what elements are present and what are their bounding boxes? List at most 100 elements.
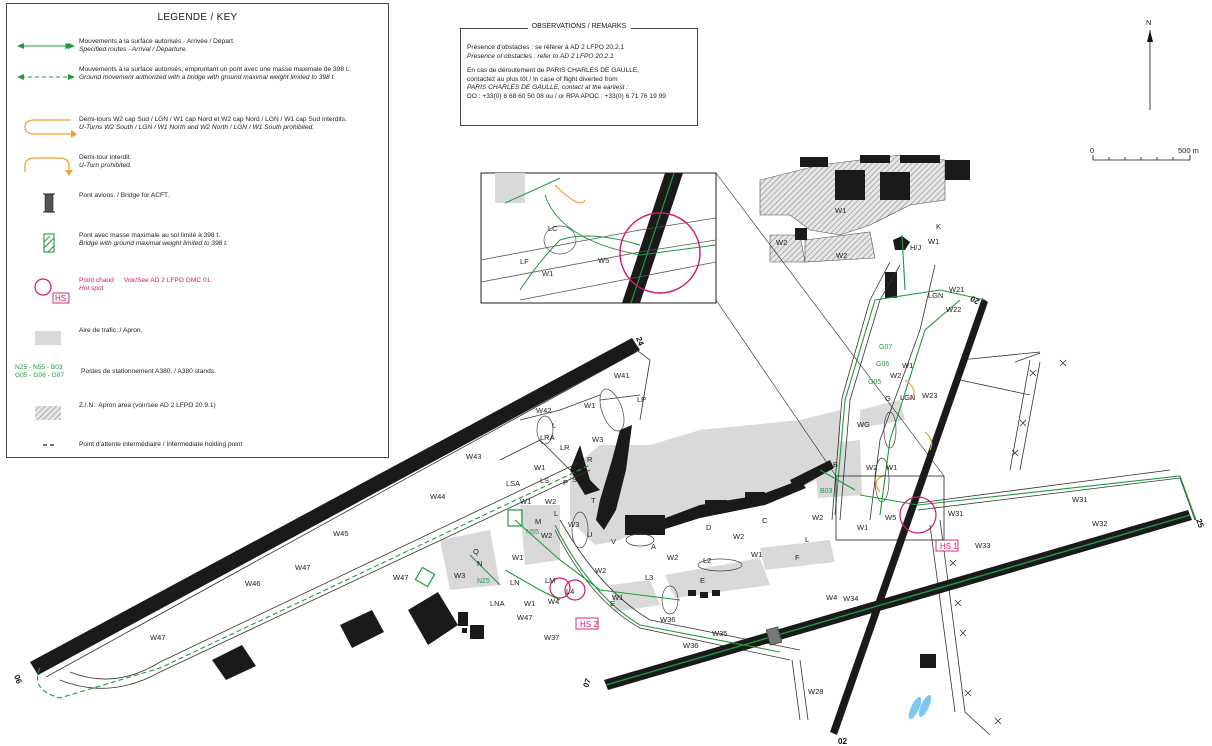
- buildings-north: [795, 155, 970, 298]
- obs-line: En cas de déroutement de PARIS CHARLES D…: [467, 67, 640, 75]
- scale-end-label: 500 m: [1178, 146, 1199, 155]
- label-w4-a: W4: [548, 597, 559, 606]
- apron-labels: A B C D E E F M N Q R S T U V P: [473, 455, 838, 608]
- stands-line-1: N25 - N55 - B03: [15, 364, 63, 371]
- label-w5: W5: [885, 513, 896, 522]
- legend-item-zin: Z.I.N.: Apron area (voir/see AD 2 LFPO 2…: [15, 402, 382, 424]
- apron-r: R: [587, 455, 593, 464]
- weight-limited-bridge-icon: [15, 232, 79, 254]
- stand-n55: N55: [526, 529, 539, 536]
- legend-text-en: U-Turn prohibited.: [79, 162, 132, 170]
- label-hj: H/J: [910, 243, 922, 252]
- uturn-prohibited-icon: [15, 154, 79, 176]
- apron-q: Q: [473, 547, 479, 556]
- obs-line: DO : +33(0) 6 68 60 50 08 ou / or RPA AP…: [467, 92, 666, 100]
- legend-text-fr: Demi-tours W2 cap Sud / LGN / W1 cap Nor…: [79, 116, 347, 123]
- observations-title: OBSERVATIONS / REMARKS: [527, 23, 631, 30]
- green-dashed-arrow-icon: [15, 66, 79, 88]
- apron-b: B: [833, 460, 838, 469]
- taxiway-labels: W47 W47 W47 W47 W46 W45 W44 W43 W42 W41 …: [150, 206, 1107, 696]
- obs-line: PARIS CHARLES DE GAULLE, contact at the …: [467, 84, 629, 92]
- scale-start-label: 0: [1090, 146, 1094, 155]
- svg-text:LF: LF: [520, 257, 529, 266]
- observations-body: Présence d'obstacles : se référer à AD 2…: [467, 44, 693, 102]
- hotspot-2-circle-b: [564, 579, 586, 601]
- label-w31-a: W31: [948, 509, 963, 518]
- green-double-arrow-icon: [15, 38, 79, 60]
- scale-bar: [1092, 155, 1191, 161]
- label-w2-f: W2: [812, 513, 823, 522]
- legend-item-bridge-398t: Pont avec masse maximale au sol limité à…: [15, 232, 382, 254]
- obs-line: contactez au plus tôt / In case of fligh…: [467, 75, 618, 83]
- label-w1-e: W1: [524, 599, 535, 608]
- legend-text-fr: Pont avions. / Bridge for ACFT.: [79, 192, 170, 199]
- label-l3: L3: [645, 573, 653, 582]
- rwy-02-20: [830, 298, 988, 735]
- label-lsa: LSA: [506, 479, 520, 488]
- stand-g07: G07: [879, 344, 892, 351]
- label-w43: W43: [466, 452, 481, 461]
- stand-g05: G05: [868, 379, 881, 386]
- legend-item-a380-stands: N25 - N55 - B03 G05 - G06 - G07 Postes d…: [15, 364, 382, 386]
- water-features: [908, 694, 932, 720]
- label-w23: W23: [922, 391, 937, 400]
- obs-line: Presence of obstacles : refer to AD 2 LF…: [467, 52, 614, 60]
- hotspot-tag: HS: [55, 294, 66, 303]
- legend-item-specified-routes: Mouvements à la surface autorisés - Arri…: [15, 38, 382, 60]
- label-w21: W21: [949, 285, 964, 294]
- hotspot-2-label: HS 2: [580, 620, 598, 629]
- legend-text-fr: Demi-tour interdit.: [79, 154, 132, 161]
- label-w33: W33: [975, 541, 990, 550]
- inset-detail: LC LF W1 W5: [480, 172, 945, 541]
- label-ln: LN: [510, 578, 520, 587]
- hotspot-2-circle-a: [549, 577, 571, 599]
- label-w28: W28: [808, 687, 823, 696]
- label-w1-l: W1: [835, 206, 846, 215]
- label-w1-g: W1: [751, 550, 762, 559]
- label-ls: LS: [540, 476, 549, 485]
- label-w44: W44: [430, 492, 445, 501]
- label-w37: W37: [544, 633, 559, 642]
- svg-text:LC: LC: [548, 224, 558, 233]
- holding-point-icon: [15, 434, 79, 456]
- label-w47-c: W47: [393, 573, 408, 582]
- svg-text:W1: W1: [542, 269, 553, 278]
- hotspot-icon: HS: [15, 277, 79, 304]
- observations-panel: OBSERVATIONS / REMARKS Présence d'obstac…: [460, 23, 698, 126]
- legend-text-fr: Point chaud: [79, 277, 114, 284]
- legend-text-fr: Point d'attente intermédiaire / Intermed…: [79, 441, 243, 448]
- legend-item-apron: Aire de trafic. / Apron.: [15, 327, 382, 349]
- rwy-06-24: [30, 338, 640, 675]
- svg-text:W5: W5: [598, 256, 609, 265]
- hotspot-1-circle: [899, 496, 937, 534]
- apron-e2: E: [610, 599, 615, 608]
- label-w42: W42: [536, 406, 551, 415]
- label-w31-b: W31: [1072, 495, 1087, 504]
- legend-item-bridge-routes: Mouvements à la surface autorisés, empru…: [15, 66, 382, 88]
- label-w36-b: W36: [683, 641, 698, 650]
- label-w2-a: W2: [545, 497, 556, 506]
- label-l2: L2: [703, 556, 711, 565]
- label-lm: LM: [545, 576, 555, 585]
- legend-text-fr: Pont avec masse maximale au sol limité à…: [79, 232, 221, 239]
- label-w35: W35: [712, 629, 727, 638]
- green-routes: [36, 234, 1197, 699]
- label-k: K: [936, 222, 941, 231]
- apron-n: N: [477, 559, 482, 568]
- apron-s: S: [572, 475, 577, 484]
- legend-text-fr: Aire de trafic. / Apron.: [79, 327, 143, 334]
- apron-v: V: [611, 537, 616, 546]
- apron-c: C: [762, 516, 768, 525]
- label-w1-d: W1: [512, 553, 523, 562]
- hotspot-circles: [549, 496, 937, 601]
- apron-a: A: [651, 542, 656, 551]
- obs-line: Présence d'obstacles : se référer à AD 2…: [467, 44, 625, 51]
- legend-text-en: Hot spot: [79, 285, 104, 293]
- label-wg: WG: [857, 420, 870, 429]
- stand-n25: N25: [477, 578, 490, 585]
- zin-hatch-icon: [15, 402, 79, 424]
- label-l-b: L: [554, 509, 558, 518]
- label-w2-j: W2: [836, 251, 847, 260]
- label-w2-h: W2: [890, 371, 901, 380]
